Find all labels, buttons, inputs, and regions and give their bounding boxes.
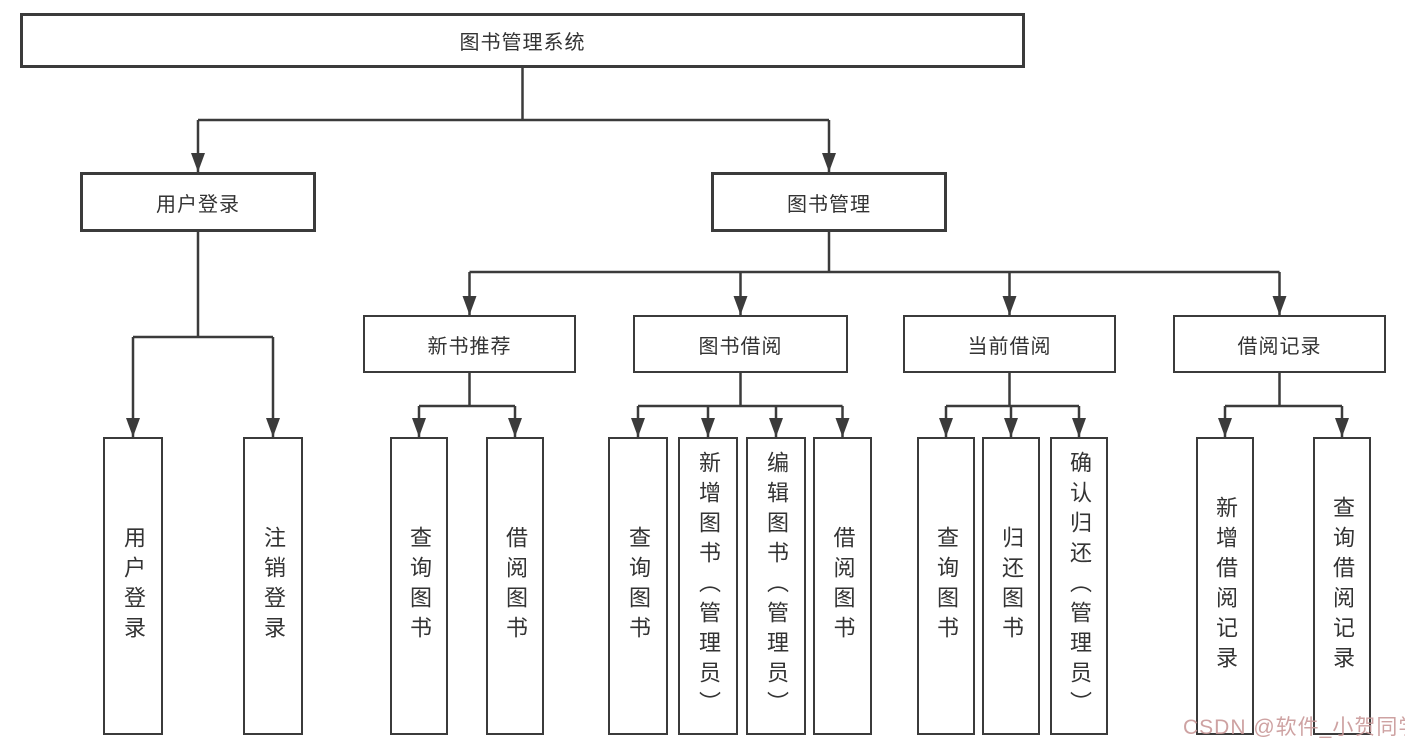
leaf-label: 新增图书（管理员）: [696, 451, 721, 721]
node-label: 当前借阅: [967, 335, 1052, 358]
leaf-label: 借阅图书: [830, 526, 856, 646]
leaf-label: 确认归还（管理员）: [1067, 451, 1092, 721]
node-book-borrow: 图书借阅: [633, 315, 848, 373]
leaf-edit-books-admin: 编辑图书（管理员）: [746, 437, 806, 735]
leaf-query-books-recommend: 查询图书: [390, 437, 448, 735]
leaf-label: 归还图书: [999, 526, 1024, 646]
leaf-confirm-return-admin: 确认归还（管理员）: [1050, 437, 1108, 735]
leaf-query-books-borrow: 查询图书: [608, 437, 668, 735]
leaf-return-books: 归还图书: [982, 437, 1040, 735]
leaf-label: 注销登录: [261, 526, 286, 646]
leaf-label: 新增借阅记录: [1213, 496, 1238, 676]
node-borrow-records: 借阅记录: [1173, 315, 1386, 373]
node-current-borrow: 当前借阅: [903, 315, 1116, 373]
node-label: 借阅记录: [1237, 335, 1322, 358]
leaf-borrow-books-recommend: 借阅图书: [486, 437, 544, 735]
leaf-add-books-admin: 新增图书（管理员）: [678, 437, 738, 735]
leaf-logout: 注销登录: [243, 437, 303, 735]
csdn-watermark: CSDN @软件_小贺同学: [1183, 716, 1405, 739]
leaf-label: 借阅图书: [503, 526, 528, 646]
node-label: 图书管理: [787, 193, 871, 216]
node-label: 用户登录: [156, 193, 240, 216]
leaf-query-books-current: 查询图书: [917, 437, 975, 735]
arrowheads: [126, 153, 1349, 437]
node-label: 新书推荐: [427, 335, 512, 358]
leaf-borrow-books: 借阅图书: [813, 437, 872, 735]
leaf-add-borrow-record: 新增借阅记录: [1196, 437, 1254, 735]
leaf-label: 编辑图书（管理员）: [764, 451, 789, 721]
node-label: 图书管理系统: [459, 32, 586, 54]
leaf-label: 查询借阅记录: [1330, 496, 1355, 676]
leaf-label: 查询图书: [407, 526, 432, 646]
node-label: 图书借阅: [698, 335, 783, 358]
leaf-label: 查询图书: [934, 526, 959, 646]
leaf-label: 查询图书: [626, 526, 651, 646]
node-new-book-recommend: 新书推荐: [363, 315, 576, 373]
leaf-query-borrow-record: 查询借阅记录: [1313, 437, 1371, 735]
leaf-label: 用户登录: [121, 526, 146, 646]
leaf-user-login: 用户登录: [103, 437, 163, 735]
node-library-management-system: 图书管理系统: [20, 13, 1025, 68]
node-book-management: 图书管理: [711, 172, 947, 232]
node-user-login: 用户登录: [80, 172, 316, 232]
